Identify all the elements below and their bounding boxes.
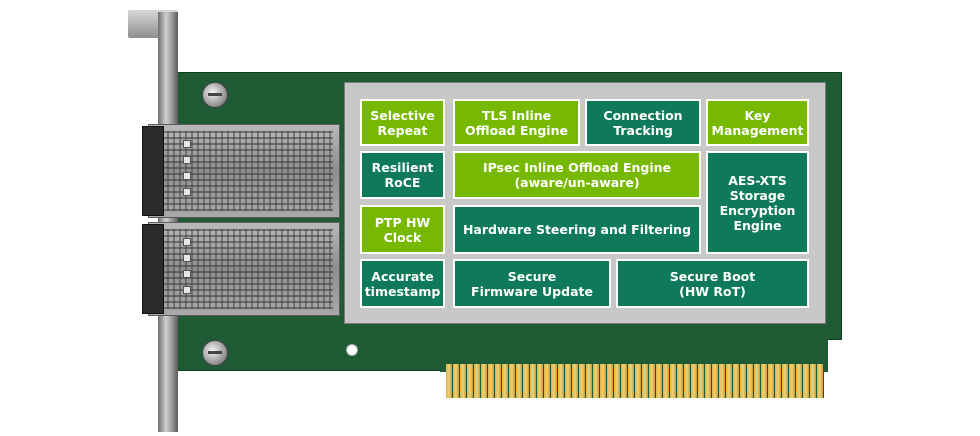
led-indicator <box>183 286 191 294</box>
led-indicator <box>183 254 191 262</box>
block-tls-inline-offload: TLS Inline Offload Engine <box>453 99 580 146</box>
block-selective-repeat: Selective Repeat <box>360 99 445 146</box>
pcie-gold-fingers <box>446 364 824 398</box>
led-indicator <box>183 188 191 196</box>
block-ptp-hw-clock: PTP HW Clock <box>360 205 445 254</box>
block-ipsec-inline-offload: IPsec Inline Offload Engine (aware/un-aw… <box>453 151 701 199</box>
block-connection-tracking: Connection Tracking <box>585 99 701 146</box>
led-indicator <box>183 172 191 180</box>
qsfp-cage-top <box>148 124 340 218</box>
led-indicator <box>183 140 191 148</box>
screw-icon <box>202 82 228 108</box>
screw-icon <box>202 340 228 366</box>
block-secure-boot: Secure Boot (HW RoT) <box>616 259 809 308</box>
block-accurate-timestamp: Accurate timestamp <box>360 259 445 308</box>
qsfp-cage-bottom <box>148 222 340 316</box>
port-opening-top <box>142 126 164 216</box>
led-indicator <box>183 156 191 164</box>
block-hardware-steering: Hardware Steering and Filtering <box>453 205 701 254</box>
led-indicator <box>183 270 191 278</box>
block-aes-xts-storage: AES-XTS Storage Encryption Engine <box>706 151 809 254</box>
port-opening-bottom <box>142 224 164 314</box>
led-indicator <box>183 238 191 246</box>
mounting-hole <box>346 344 358 356</box>
block-key-management: Key Management <box>706 99 809 146</box>
block-secure-firmware-update: Secure Firmware Update <box>453 259 611 308</box>
block-resilient-roce: Resilient RoCE <box>360 151 445 199</box>
